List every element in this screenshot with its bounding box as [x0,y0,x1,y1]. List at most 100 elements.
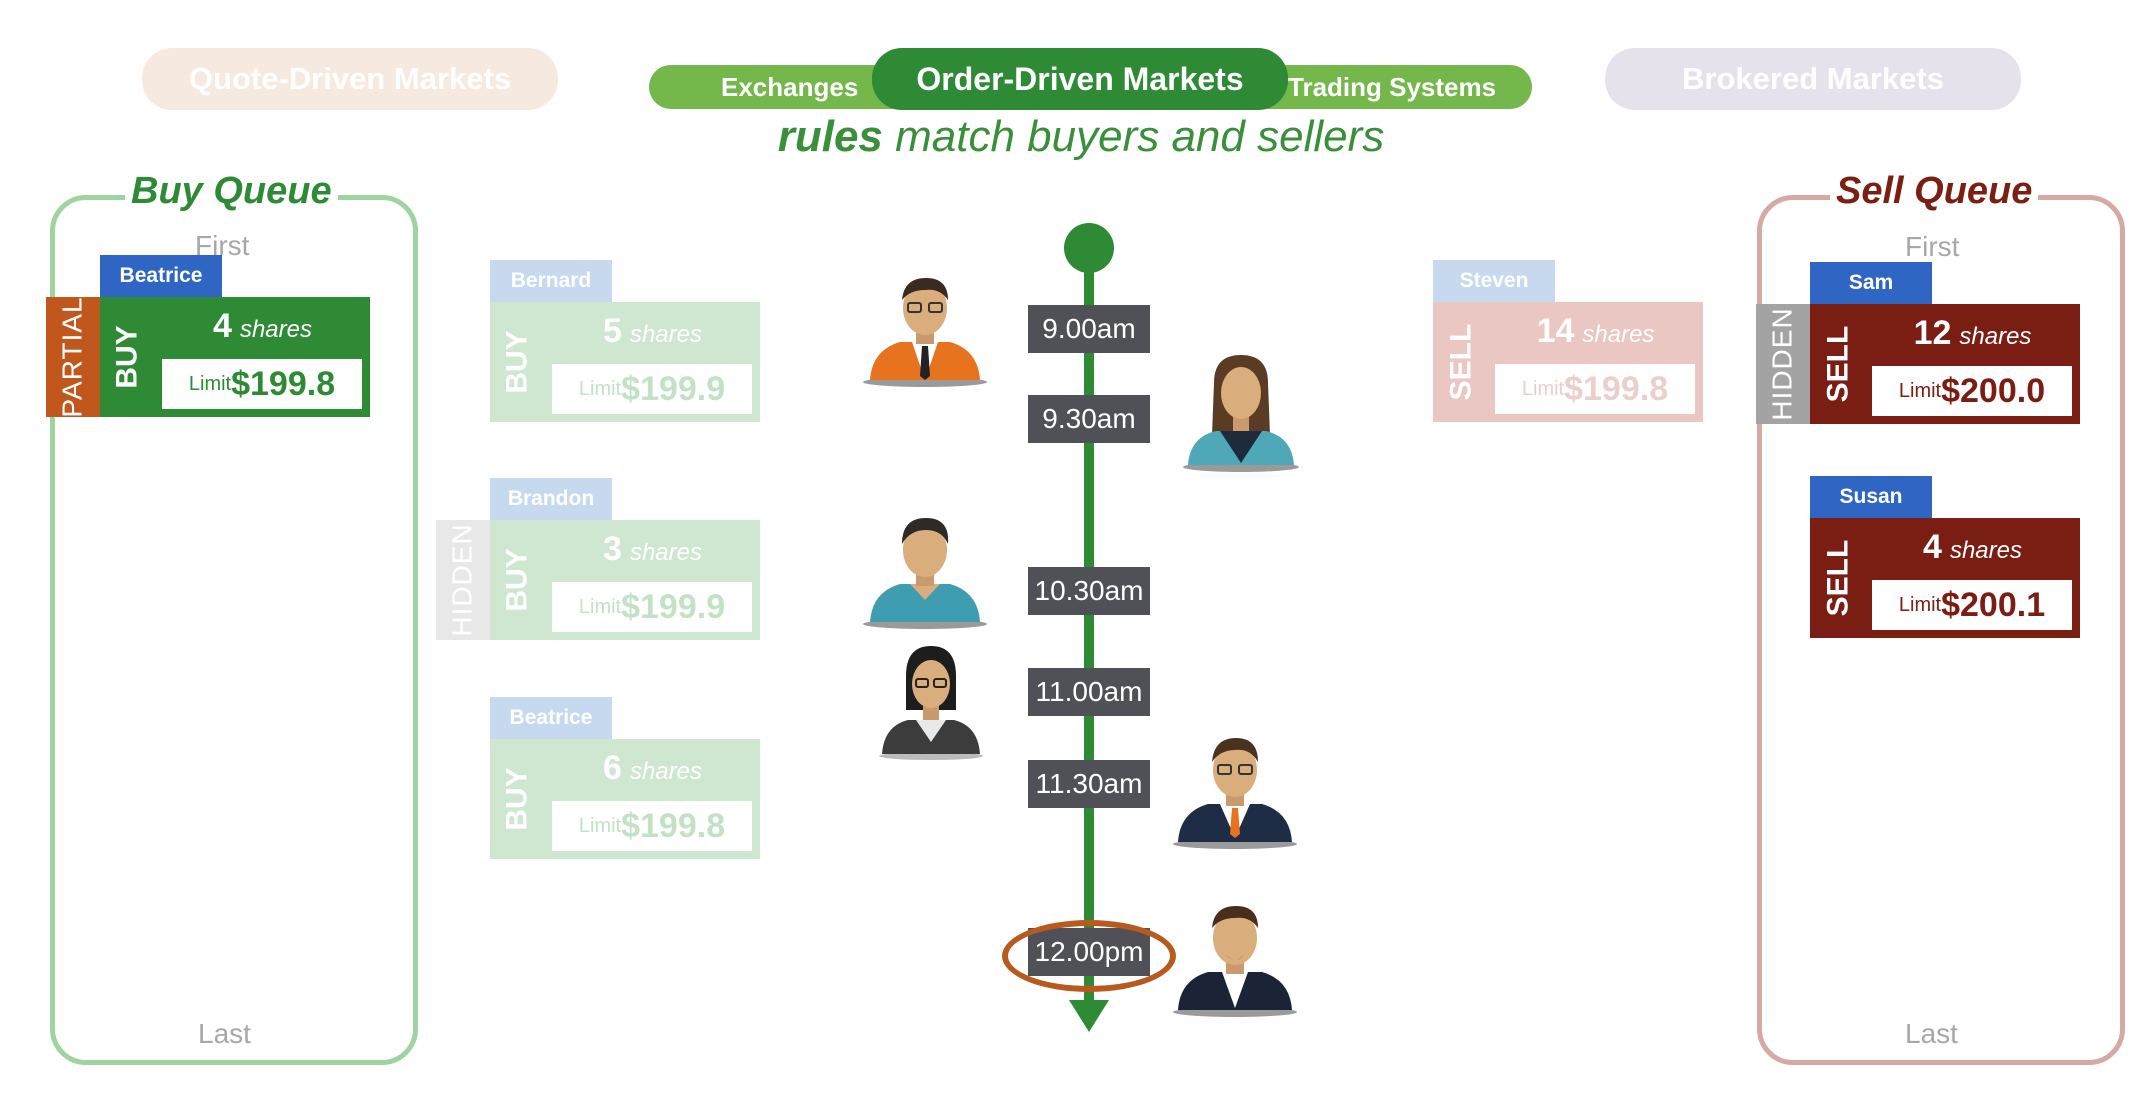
order-quantity: 12 shares [1870,314,2075,353]
order-trader-name: Susan [1810,476,1932,518]
order-side-label: BUY [501,767,534,831]
order-qty-unit: shares [1582,321,1655,348]
quote-driven-markets-pill: Quote-Driven Markets [142,48,558,110]
order-limit: Limit$199.8 [1495,364,1695,414]
order-limit: Limit$199.9 [552,582,752,632]
order-qty-number: 4 [1923,528,1942,566]
order-qty-number: 12 [1913,314,1952,352]
order-side-label: SELL [1444,323,1478,401]
order-qty-number: 4 [213,307,232,345]
order-limit-price: $199.9 [621,587,726,626]
order-trader-name: Steven [1433,260,1555,302]
order-trader-name: Brandon [490,478,612,520]
order-limit-word: Limit [1898,593,1942,616]
order-side-label: SELL [1821,539,1855,617]
order-limit-price: $199.8 [1564,369,1669,408]
order-body: SELL 12 shares Limit$200.0 [1810,304,2080,424]
order-limit-price: $199.9 [621,369,726,408]
partial-flag-label: PARTIAL [57,296,88,418]
order-body: SELL 14 shares Limit$199.8 [1433,302,1703,422]
order-quantity: 4 shares [160,307,365,346]
order-qty-number: 6 [603,749,622,787]
rules-subtitle: rules match buyers and sellers [0,112,2154,162]
order-limit: Limit$200.0 [1872,366,2072,416]
order-limit-price: $200.0 [1941,371,2046,410]
order-side: BUY [490,302,546,422]
hidden-flag-label: HIDDEN [1767,307,1798,421]
order-limit: Limit$199.8 [552,801,752,851]
order-side: SELL [1810,518,1866,638]
order-limit-price: $199.8 [621,806,726,845]
order-side: SELL [1433,302,1489,422]
time-label: 9.30am [1028,395,1150,443]
order-side: BUY [100,297,156,417]
order-side-label: BUY [501,330,534,394]
hidden-flag: HIDDEN [436,520,490,640]
time-label: 10.30am [1028,567,1150,615]
order-qty-unit: shares [629,321,702,348]
time-label: 11.00am [1028,668,1150,716]
order-side-label: BUY [501,548,534,612]
order-driven-markets-pill: Order-Driven Markets [872,48,1288,110]
buy-queue-title: Buy Queue [125,170,338,213]
hidden-flag-label: HIDDEN [447,523,478,637]
order-qty-unit: shares [1959,323,2032,350]
order-limit-price: $199.8 [231,364,336,403]
buy-queue-last-label: Last [198,1018,251,1049]
order-limit-word: Limit [578,595,622,618]
order-trader-name: Sam [1810,262,1932,304]
trading-systems-label: Trading Systems [1288,71,1497,102]
order-trader-name: Beatrice [490,697,612,739]
man-suit-glasses-icon [1170,720,1300,850]
order-qty-unit: shares [1949,537,2022,564]
man-goatee-suit-icon [1170,888,1300,1018]
timeline-arrow-icon [1069,1000,1109,1032]
order-qty-number: 5 [603,312,622,350]
order-side-label: SELL [1821,325,1855,403]
timeline-start-dot [1064,223,1114,273]
order-body: BUY 6 shares Limit$199.8 [490,739,760,859]
order-quantity: 5 shares [550,312,755,351]
order-limit-word: Limit [578,814,622,837]
order-qty-number: 14 [1536,312,1575,350]
order-limit-word: Limit [188,372,232,395]
order-limit: Limit$199.9 [552,364,752,414]
woman-glasses-icon [866,632,996,762]
order-qty-unit: shares [239,316,312,343]
exchanges-label: Exchanges [721,71,859,102]
order-limit: Limit$200.1 [1872,580,2072,630]
order-qty-number: 3 [603,530,622,568]
order-trader-name: Beatrice [100,255,222,297]
woman-long-hair-icon [1176,343,1306,473]
rules-bold: rules [777,112,883,161]
rules-rest: match buyers and sellers [882,112,1385,161]
partial-flag: PARTIAL [46,296,100,418]
man-glasses-orange-icon [860,258,990,388]
order-quantity: 4 shares [1870,528,2075,567]
brokered-markets-pill: Brokered Markets [1605,48,2021,110]
order-side: SELL [1810,304,1866,424]
time-label: 11.30am [1028,760,1150,808]
order-limit-price: $200.1 [1941,585,2046,624]
hidden-flag: HIDDEN [1756,304,1810,424]
order-qty-unit: shares [629,758,702,785]
order-limit: Limit$199.8 [162,359,362,409]
sell-queue-title: Sell Queue [1830,170,2039,213]
order-trader-name: Bernard [490,260,612,302]
order-quantity: 14 shares [1493,312,1698,351]
timeline-line [1084,245,1094,1015]
current-time-highlight-ring [1002,920,1176,992]
order-side: BUY [490,520,546,640]
sell-queue-first-label: First [1905,231,1960,262]
order-limit-word: Limit [1521,377,1565,400]
order-quantity: 6 shares [550,749,755,788]
man-teal-shirt-icon [860,500,990,630]
order-limit-word: Limit [1898,379,1942,402]
order-side-label: BUY [111,325,144,389]
order-limit-word: Limit [578,377,622,400]
order-body: BUY 5 shares Limit$199.9 [490,302,760,422]
sell-queue-last-label: Last [1905,1018,1958,1049]
order-side: BUY [490,739,546,859]
